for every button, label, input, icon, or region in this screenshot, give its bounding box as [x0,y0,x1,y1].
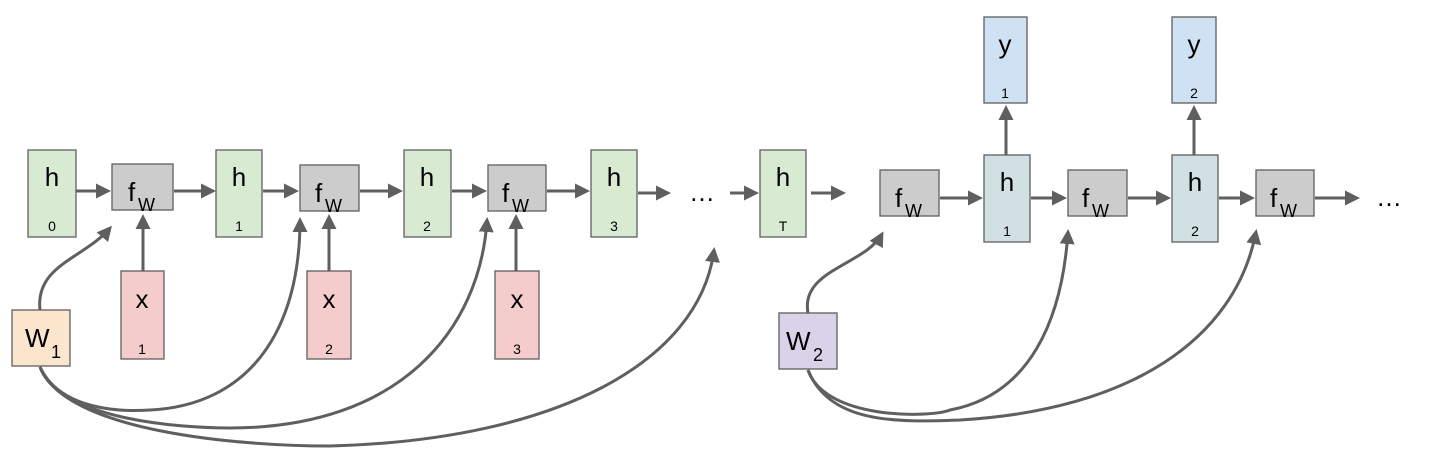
node-subscript: W [325,196,342,216]
node-f1: f W [111,163,174,215]
node-dec-f3: f W [1255,169,1315,221]
node-subscript: 3 [610,218,618,234]
node-label: x [136,284,149,314]
input-box [494,270,540,360]
node-label: f [315,178,323,208]
node-label: y [1188,29,1201,59]
node-label: x [323,284,336,314]
node-dec-h2: h 2 [1171,154,1219,243]
hidden-state-box [1171,154,1219,243]
node-label: f [128,177,136,207]
decoder-ellipsis: … [1376,182,1402,212]
hidden-state-box [215,149,263,238]
node-x1: x 1 [120,270,165,360]
node-label: f [1270,183,1278,213]
edge-w2-to-df2 [806,229,1075,416]
node-subscript: 2 [1190,85,1198,101]
hidden-state-box [403,149,452,238]
node-x2: x 2 [306,270,352,360]
node-w2: W 2 [778,312,838,370]
encoder-ellipsis: … [689,177,715,207]
node-subscript: T [779,218,788,234]
function-box [879,169,940,217]
node-x3: x 3 [494,270,540,360]
hidden-state-box [983,154,1031,243]
edge-w2-to-df1 [805,231,884,314]
node-label: x [511,284,524,314]
output-box [983,16,1028,104]
node-subscript: W [512,196,529,216]
edge-w1-to-next [38,247,720,448]
node-subscript: W [1280,201,1297,221]
function-box [299,164,360,212]
hidden-state-box [759,149,807,238]
node-w1: W 1 [11,309,71,367]
edge-w1-to-f2 [38,217,308,412]
edge-w2-to-df3 [806,229,1262,423]
node-label: f [895,183,903,213]
node-subscript: 1 [1003,223,1011,239]
function-box [1255,169,1315,217]
node-label: h [45,162,59,192]
input-box [120,270,165,360]
node-dec-y1: y 1 [983,16,1028,104]
node-subscript: 1 [235,218,243,234]
node-h1: h 1 [215,149,263,238]
node-f2: f W [299,164,360,216]
output-box [1171,16,1217,104]
input-box [306,270,352,360]
node-subscript: 0 [48,218,56,234]
node-label: W [25,323,50,353]
node-label: W [786,326,811,356]
node-subscript: 2 [1191,223,1199,239]
edge-w1-to-f1 [38,225,112,311]
node-f3: f W [487,164,547,216]
node-dec-f1: f W [879,169,940,221]
node-dec-f2: f W [1067,169,1128,221]
node-subscript: 1 [1001,85,1009,101]
node-subscript: 1 [138,341,146,357]
hidden-state-box [590,149,638,238]
weight-box [778,312,838,370]
edge-w1-to-f3 [38,217,494,430]
node-subscript: W [1092,201,1109,221]
node-label: h [607,162,621,192]
node-label: h [232,162,246,192]
node-subscript: 2 [325,341,333,357]
node-label: f [1082,183,1090,213]
node-label: f [502,178,510,208]
decoder: f W h 1 y 1 f W h 2 y 2 [778,16,1402,370]
function-box [111,163,174,211]
function-box [1067,169,1128,217]
node-label: h [776,162,790,192]
node-dec-h1: h 1 [983,154,1031,243]
function-box [487,164,547,212]
node-h2: h 2 [403,149,452,238]
node-label: h [420,162,434,192]
edges [38,105,1360,448]
node-label: h [1188,167,1202,197]
node-subscript: 2 [423,218,431,234]
node-subscript: 2 [813,345,823,365]
weight-box [11,309,71,367]
node-h3: h 3 [590,149,638,238]
node-dec-y2: y 2 [1171,16,1217,104]
encoder: h 0 f W h 1 x 1 f W h 2 [11,149,807,367]
node-subscript: W [138,195,155,215]
hidden-state-box [27,149,77,238]
node-subscript: 1 [51,342,61,362]
node-hT: h T [759,149,807,238]
node-subscript: 3 [513,341,521,357]
node-h0: h 0 [27,149,77,238]
node-label: h [1000,167,1014,197]
node-label: y [999,29,1012,59]
node-subscript: W [905,201,922,221]
